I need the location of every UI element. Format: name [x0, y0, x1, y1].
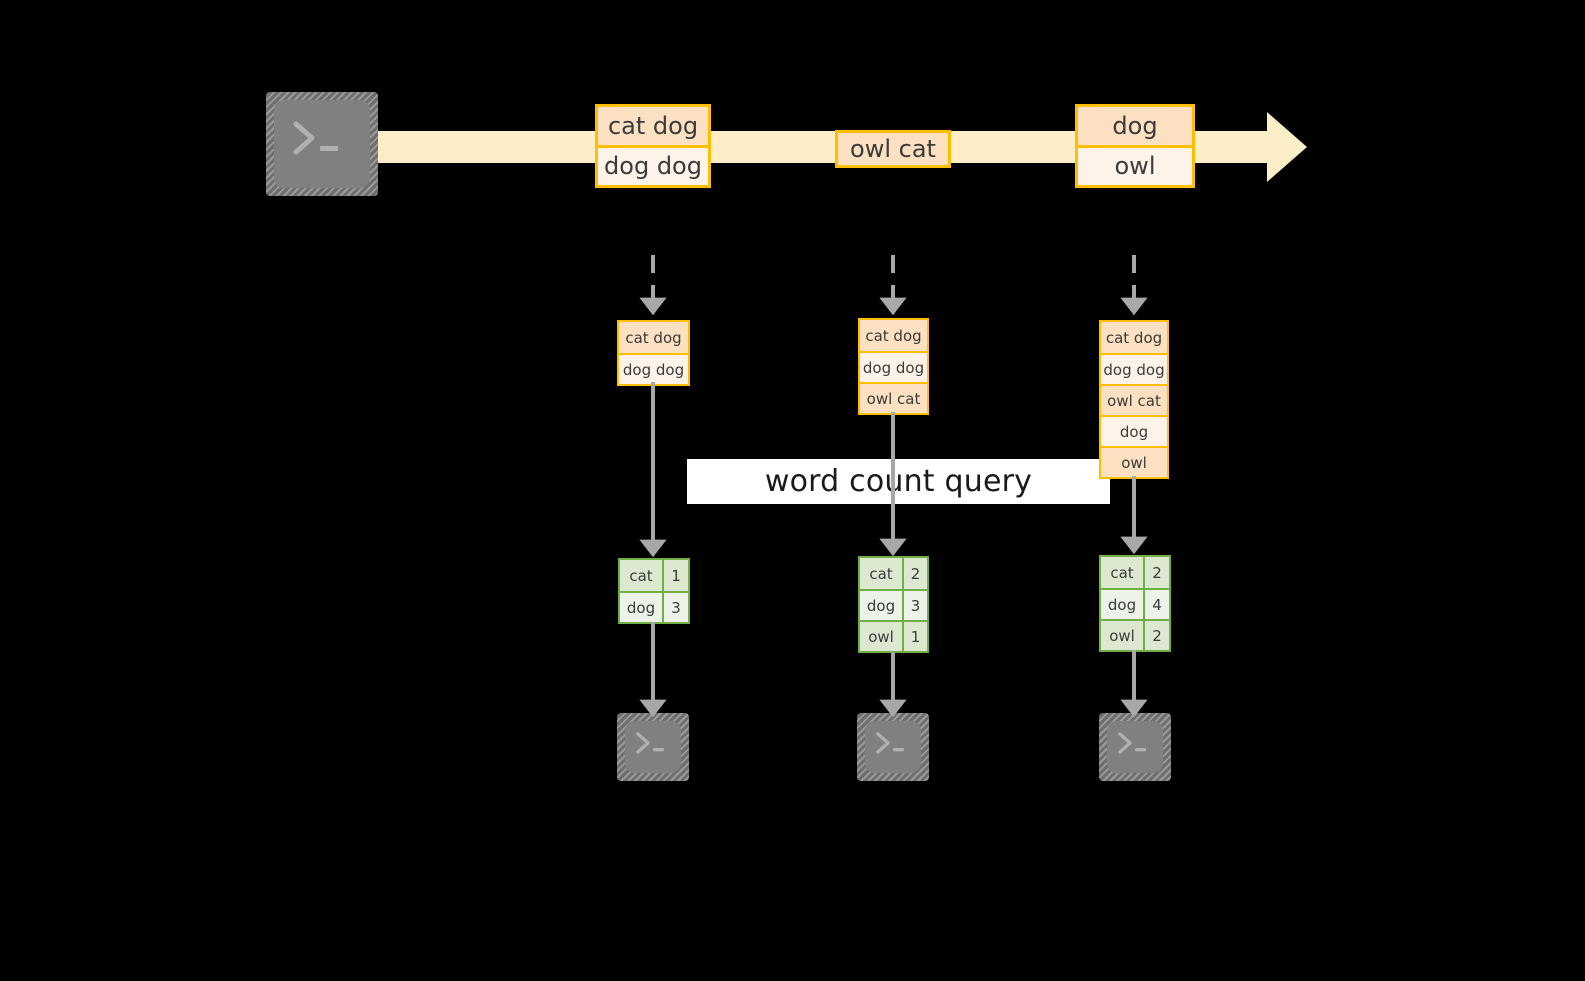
result-value: 2 [1145, 621, 1169, 650]
result-key: cat [860, 558, 904, 589]
accumulated-row: dog dog [860, 351, 927, 382]
result-value: 4 [1145, 590, 1169, 619]
result-key: cat [1101, 557, 1145, 588]
snapshot-2-sink-terminal-icon [857, 713, 929, 781]
accumulated-row: dog dog [619, 353, 688, 384]
snapshot-2-result-table: cat 2 dog 3 owl 1 [858, 556, 929, 653]
result-row: cat 1 [620, 560, 688, 591]
snapshot-1-result-table: cat 1 dog 3 [618, 558, 690, 624]
snapshot-1-accumulated-table: cat dog dog dog [617, 320, 690, 386]
source-terminal-icon [266, 92, 378, 196]
query-banner: word count query [687, 459, 1110, 504]
terminal-prompt-glyph [636, 732, 664, 754]
result-row: dog 4 [1101, 588, 1169, 619]
query-label: word count query [764, 464, 1033, 499]
accumulated-row: dog [1101, 415, 1167, 446]
accumulated-row: owl cat [860, 382, 927, 413]
stream-line: dog [1078, 107, 1192, 145]
stream-line: owl cat [838, 133, 948, 165]
stream-batch-3: dog owl [1075, 104, 1195, 188]
stream-line: cat dog [598, 107, 708, 145]
result-key: cat [620, 560, 664, 591]
accumulated-row: dog dog [1101, 353, 1167, 384]
terminal-prompt-glyph [1118, 732, 1146, 754]
result-row: dog 3 [860, 589, 927, 620]
result-key: dog [860, 591, 904, 620]
snapshot-3-result-table: cat 2 dog 4 owl 2 [1099, 555, 1171, 652]
result-value: 3 [904, 591, 927, 620]
result-row: owl 1 [860, 620, 927, 651]
result-row: dog 3 [620, 591, 688, 622]
result-row: cat 2 [860, 558, 927, 589]
accumulated-row: cat dog [860, 320, 927, 351]
snapshot-3-sink-terminal-icon [1099, 713, 1171, 781]
snapshot-1-sink-terminal-icon [617, 713, 689, 781]
stream-batch-1: cat dog dog dog [595, 104, 711, 188]
accumulated-row: cat dog [619, 322, 688, 353]
result-key: owl [860, 622, 904, 651]
terminal-prompt-glyph [293, 121, 338, 155]
result-key: dog [1101, 590, 1145, 619]
accumulated-row: owl cat [1101, 384, 1167, 415]
terminal-prompt-glyph [876, 732, 904, 754]
stream-batch-2: owl cat [835, 130, 951, 168]
snapshot-2-accumulated-table: cat dog dog dog owl cat [858, 318, 929, 415]
stream-line: dog dog [598, 144, 708, 185]
result-value: 2 [904, 558, 927, 589]
snapshot-3-accumulated-table: cat dog dog dog owl cat dog owl [1099, 320, 1169, 479]
accumulated-row: cat dog [1101, 322, 1167, 353]
result-key: owl [1101, 621, 1145, 650]
result-value: 3 [664, 593, 688, 622]
result-value: 1 [904, 622, 927, 651]
result-key: dog [620, 593, 664, 622]
result-value: 1 [664, 560, 688, 591]
result-row: cat 2 [1101, 557, 1169, 588]
accumulated-row: owl [1101, 446, 1167, 477]
stream-line: owl [1078, 144, 1192, 185]
result-row: owl 2 [1101, 619, 1169, 650]
result-value: 2 [1145, 557, 1169, 588]
